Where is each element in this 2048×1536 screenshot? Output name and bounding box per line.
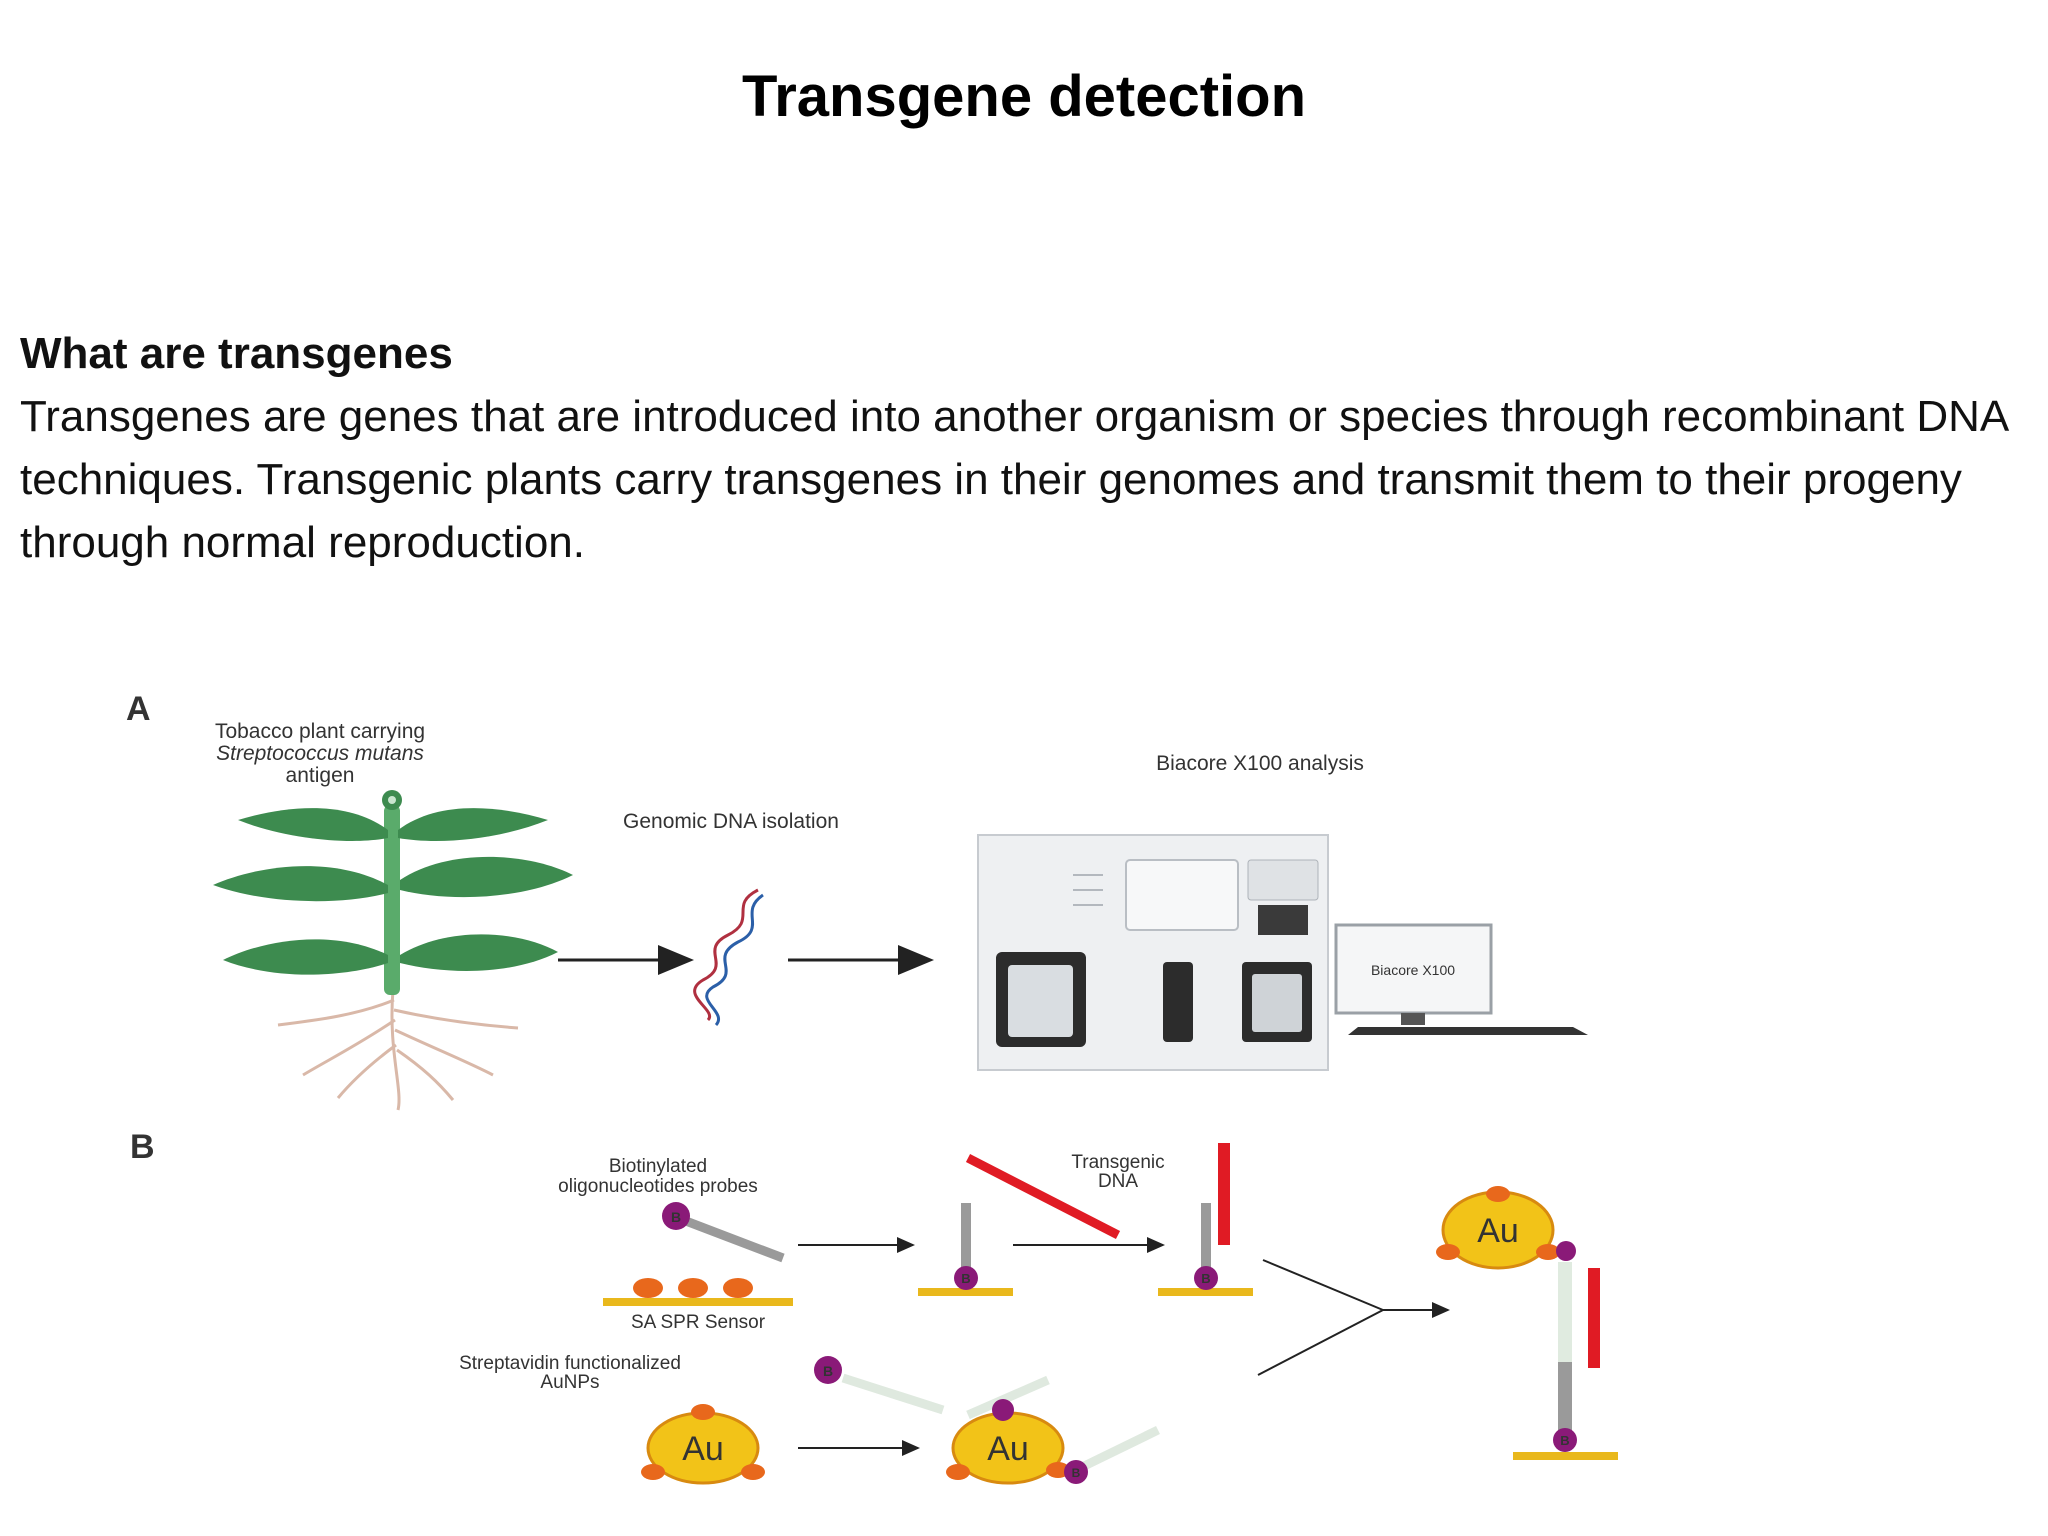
sa-spr-sensor xyxy=(603,1278,793,1306)
biacore-analysis-label: Biacore X100 analysis xyxy=(1156,752,1364,775)
sensor-label: SA SPR Sensor xyxy=(631,1312,766,1333)
svg-text:B: B xyxy=(1201,1271,1210,1286)
aunp-complex-top: Au xyxy=(1436,1186,1576,1270)
aunp-particle-conjugated: Au B xyxy=(946,1375,1160,1485)
svg-text:Au: Au xyxy=(682,1430,724,1468)
transgenic-dna-label-line2: DNA xyxy=(1098,1171,1138,1192)
svg-text:B: B xyxy=(1560,1433,1569,1448)
svg-text:B: B xyxy=(1072,1466,1081,1480)
plant-label-line2: Streptococcus mutans xyxy=(216,742,424,765)
monitor-illustration: Biacore X100 xyxy=(1334,923,1588,1035)
section-heading: What are transgenes xyxy=(20,329,453,378)
svg-text:B: B xyxy=(823,1363,833,1379)
free-biotin-probe xyxy=(814,1356,842,1384)
svg-text:B: B xyxy=(671,1209,681,1225)
sensor-with-probe: B xyxy=(918,1203,1013,1296)
biotin-marker xyxy=(662,1202,690,1230)
panel-a-letter: A xyxy=(126,690,151,728)
hybridized-sensor: B xyxy=(1158,1143,1253,1296)
aunp-particle-left: Au xyxy=(641,1404,765,1485)
final-detection-complex: B xyxy=(1513,1262,1618,1460)
svg-text:Au: Au xyxy=(987,1430,1029,1468)
panel-b-letter: B xyxy=(130,1128,155,1166)
monitor-text: Biacore X100 xyxy=(1371,962,1455,978)
tobacco-plant-illustration xyxy=(213,790,573,1111)
probe-label-line2: oligonucleotides probes xyxy=(558,1176,758,1197)
svg-text:Au: Au xyxy=(1477,1212,1519,1250)
monitor-screen xyxy=(1334,923,1493,1015)
transgene-detection-figure: A Tobacco plant carrying Streptococcus m… xyxy=(118,690,1918,1490)
plant-label-line3: antigen xyxy=(286,764,355,787)
figure-svg: A Tobacco plant carrying Streptococcus m… xyxy=(126,690,1618,1485)
dna-isolation-label: Genomic DNA isolation xyxy=(623,810,839,833)
plant-label-line1: Tobacco plant carrying xyxy=(215,720,425,743)
instrument-panel xyxy=(1125,859,1239,931)
aunp-label-line2: AuNPs xyxy=(540,1372,599,1393)
free-probe xyxy=(676,1213,785,1263)
slide-title: Transgene detection xyxy=(741,64,1307,129)
probe-label-line1: Biotinylated xyxy=(609,1156,707,1177)
plant-roots xyxy=(277,989,519,1111)
merge-lines xyxy=(1257,1259,1384,1376)
dna-helix-illustration xyxy=(693,888,764,1027)
biacore-instrument-illustration xyxy=(977,834,1329,1071)
body-text-block: What are transgenes Transgenes are genes… xyxy=(20,322,2030,574)
keyboard xyxy=(1348,1027,1588,1035)
transgenic-dna-strand xyxy=(965,1153,1121,1240)
body-paragraph: Transgenes are genes that are introduced… xyxy=(20,392,2007,567)
plant-stem xyxy=(384,805,400,995)
aunp-label-line1: Streptavidin functionalized xyxy=(459,1353,681,1374)
transgenic-dna-label-line1: Transgenic xyxy=(1071,1152,1164,1173)
svg-text:B: B xyxy=(961,1271,970,1286)
plant-leaves xyxy=(213,808,573,975)
